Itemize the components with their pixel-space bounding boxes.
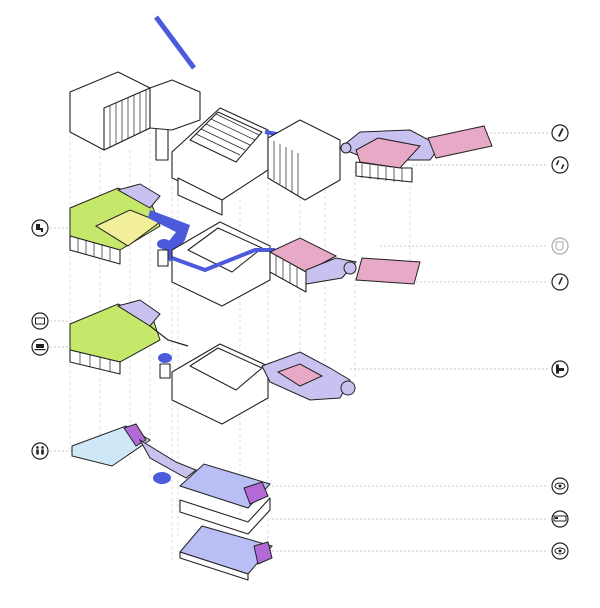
level2-pink-terrace — [355, 257, 421, 285]
level-roof — [69, 15, 493, 216]
level1-lavender-core — [116, 299, 161, 327]
bed-icon — [551, 510, 569, 528]
eye-icon-lower — [551, 542, 569, 560]
leaf-small-icon — [551, 273, 569, 291]
leaf-broken-icon — [551, 156, 569, 174]
screen-icon — [31, 312, 49, 330]
eye-icon — [551, 477, 569, 495]
stair-circle-level1 — [340, 380, 356, 396]
basement-slab — [179, 551, 249, 581]
people-icon — [31, 442, 49, 460]
blue-band-level2 — [148, 210, 190, 262]
level-ground — [71, 423, 271, 535]
cup-icon — [551, 237, 569, 255]
level1-column — [159, 363, 171, 379]
level2-column — [157, 249, 169, 267]
level2-lavender-core — [116, 183, 161, 209]
stair-circle-roof — [340, 142, 352, 154]
level1-west-base — [69, 349, 121, 375]
roof-pink-room — [355, 137, 421, 169]
central-base — [177, 177, 223, 216]
level-1 — [69, 299, 356, 425]
blue-stair-ground — [153, 472, 171, 484]
ground-slab — [179, 497, 271, 535]
level-basement — [179, 525, 273, 581]
level1-walkway — [149, 325, 189, 347]
laptop-icon — [31, 338, 49, 356]
blue-stair-level2 — [157, 239, 171, 249]
connector-roof — [149, 79, 201, 131]
toilet-icon — [551, 360, 569, 378]
level2-west-base — [69, 235, 121, 265]
seated-person-icon — [31, 219, 49, 237]
ground-walkway — [138, 438, 197, 479]
basement-purple-core — [253, 541, 273, 565]
blue-stair-level1 — [158, 353, 172, 363]
level1-pink-room — [276, 363, 324, 387]
leaf-icon — [551, 124, 569, 142]
roof-pink-terrace — [427, 125, 493, 159]
blue-path-level2 — [171, 248, 275, 273]
right-block — [267, 119, 341, 201]
blue-accent-stroke — [153, 15, 197, 70]
stair-circle-level2 — [343, 261, 357, 275]
level1-atrium — [189, 347, 263, 391]
ground-purple-core — [243, 481, 269, 505]
leader-lines — [50, 132, 548, 552]
level-2 — [69, 183, 421, 307]
